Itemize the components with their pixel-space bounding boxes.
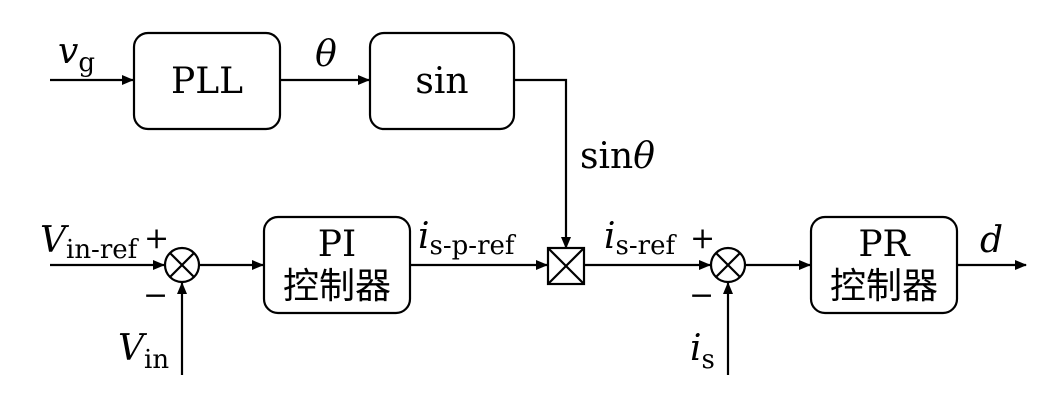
signal-d-label: d	[980, 220, 1003, 261]
pi-controller-label-2: 控制器	[283, 266, 391, 307]
sum1-minus-sign: −	[143, 278, 168, 313]
pll-block-label: PLL	[171, 61, 243, 102]
wire-sin-to-multiplier	[514, 78, 571, 249]
signal-sin-theta-label: sinθ	[580, 136, 655, 177]
multiplier-block	[546, 246, 586, 286]
signal-vin-label: Vin	[118, 328, 169, 375]
signal-vin-ref-label: Vin-ref	[40, 220, 140, 265]
sum2-minus-sign: −	[689, 278, 714, 313]
pi-controller-label-1: PI	[318, 224, 356, 265]
signal-vg-label: vg	[58, 31, 95, 78]
pr-controller-label-1: PR	[858, 224, 910, 265]
summing-junction-2	[709, 246, 747, 284]
signal-is-ref-label: is-ref	[604, 216, 677, 261]
signal-theta-label: θ	[315, 34, 337, 75]
sin-block-label: sin	[415, 61, 468, 102]
signal-is-label: is	[690, 328, 715, 375]
signal-is-p-ref-label: is-p-ref	[418, 216, 517, 261]
sum1-plus-sign: +	[144, 221, 169, 256]
summing-junction-1	[163, 246, 201, 284]
pr-controller-label-2: 控制器	[830, 266, 938, 307]
sum2-plus-sign: +	[690, 221, 715, 256]
